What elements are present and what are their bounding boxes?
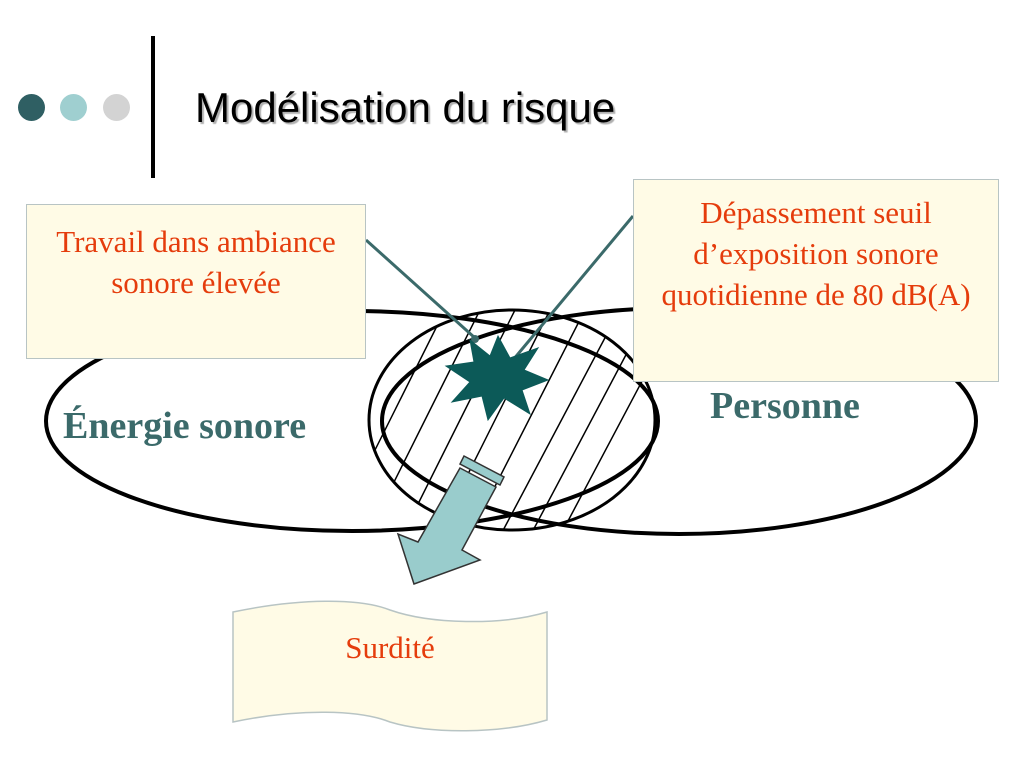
event-text: Dépassement seuil d’exposition sonore qu… (661, 195, 971, 312)
situation-connector (364, 238, 477, 340)
outcome-arrow-icon (396, 454, 505, 585)
outcome-wave-box (232, 600, 548, 732)
target-label: Personne (710, 385, 860, 427)
title-divider (151, 36, 155, 178)
outcome-label: Surdité (345, 630, 435, 665)
event-connector (496, 215, 635, 379)
bullet-dot-dark (18, 94, 45, 121)
situation-text: Travail dans ambiance sonore élevée (56, 224, 336, 300)
hazard-label: Énergie sonore (63, 405, 307, 447)
intersection-outline (367, 308, 657, 532)
bullet-dot-light (60, 94, 87, 121)
situation-callout: Travail dans ambiance sonore élevée (26, 204, 366, 359)
bullet-dot-gray (103, 94, 130, 121)
event-burst-icon (444, 334, 550, 422)
page-title: Modélisation du risque (195, 84, 616, 131)
situation-connector-dot (471, 335, 479, 343)
event-callout: Dépassement seuil d’exposition sonore qu… (633, 179, 999, 382)
